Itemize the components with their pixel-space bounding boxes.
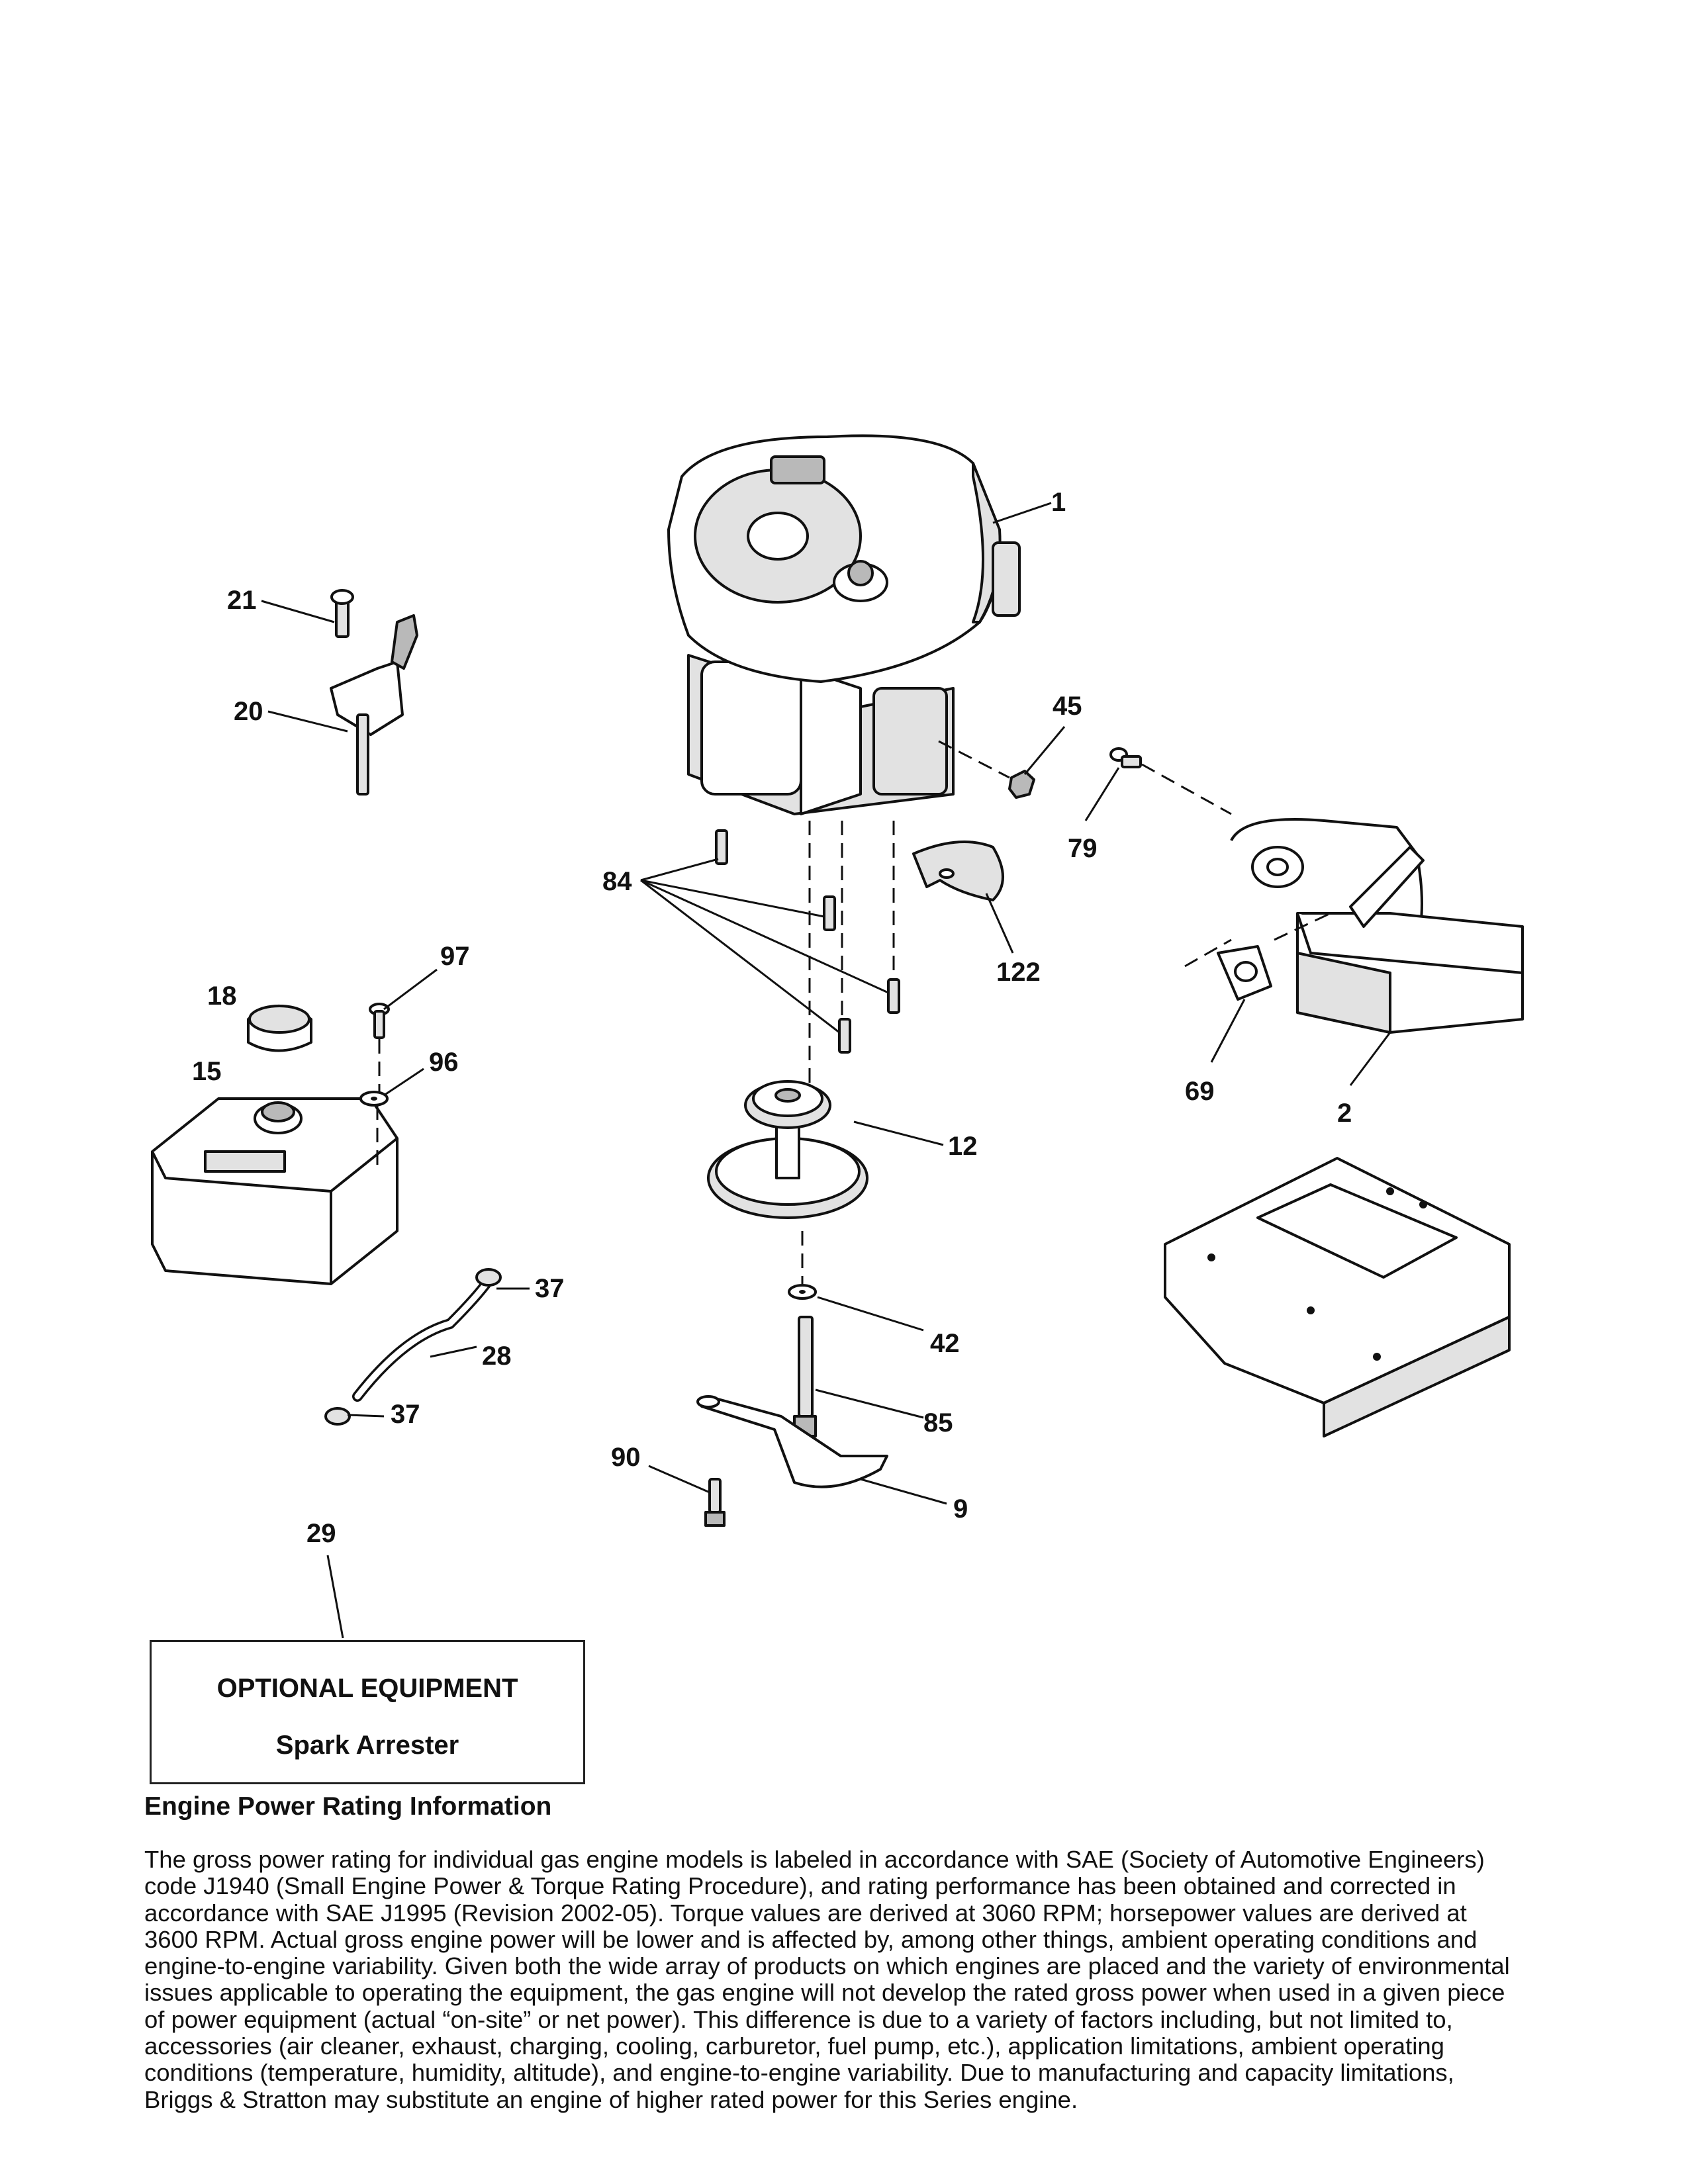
callout-29: 29 [306, 1519, 336, 1548]
callout-18: 18 [207, 981, 237, 1011]
fuel-line [352, 1275, 494, 1402]
callout-9: 9 [953, 1494, 968, 1524]
callout-84: 84 [602, 867, 632, 896]
callout-96: 96 [429, 1048, 459, 1077]
callout-37-lower: 37 [391, 1400, 420, 1429]
callout-28: 28 [482, 1342, 512, 1371]
exhaust-gasket [1217, 945, 1272, 1001]
belt-guide-bracket [696, 1395, 888, 1488]
callout-37-upper: 37 [535, 1274, 565, 1303]
callout-122: 122 [996, 958, 1041, 987]
callout-20: 20 [234, 697, 263, 726]
fuel-tank [151, 1097, 399, 1285]
engine-pulley [707, 1080, 868, 1219]
engine [667, 434, 1021, 815]
engine-power-rating-text: The gross power rating for individual ga… [144, 1846, 1510, 2113]
callout-69: 69 [1185, 1077, 1215, 1106]
callout-45: 45 [1053, 692, 1082, 721]
muffler [1230, 818, 1524, 1034]
callout-21: 21 [227, 586, 257, 615]
optional-equipment-box: OPTIONAL EQUIPMENT Spark Arrester [150, 1640, 585, 1784]
callout-12: 12 [948, 1132, 978, 1161]
callout-42: 42 [930, 1329, 960, 1358]
nut-45 [1008, 770, 1035, 799]
hose-clamp-upper [475, 1268, 502, 1287]
screw-79 [1109, 747, 1142, 768]
callout-85: 85 [923, 1408, 953, 1437]
pulley-bolt [793, 1316, 817, 1437]
callout-90: 90 [611, 1443, 641, 1472]
screw-90 [704, 1478, 726, 1527]
washer-96 [359, 1091, 389, 1107]
callout-97: 97 [440, 942, 470, 971]
screw-97 [369, 1003, 390, 1039]
callout-labels: 1 21 20 45 79 84 122 97 18 96 15 69 2 12… [192, 488, 1352, 1548]
callout-1: 1 [1051, 488, 1066, 517]
callout-2: 2 [1337, 1099, 1352, 1128]
spark-arrester-label: Spark Arrester [275, 1731, 459, 1760]
callout-15: 15 [192, 1057, 222, 1086]
engine-shield [912, 841, 1004, 901]
engine-mount-plate [1164, 1157, 1511, 1437]
engine-bolts [715, 829, 900, 1054]
washer-42 [788, 1284, 817, 1300]
callout-79: 79 [1068, 834, 1098, 863]
engine-power-rating-heading: Engine Power Rating Information [144, 1792, 552, 1821]
throttle-control [330, 589, 418, 796]
leader-lines [261, 502, 1391, 1639]
assembly-lines [376, 740, 1331, 1284]
fuel-cap [247, 1005, 312, 1052]
optional-equipment-title: OPTIONAL EQUIPMENT [216, 1674, 518, 1703]
hose-clamp-lower [324, 1407, 351, 1426]
